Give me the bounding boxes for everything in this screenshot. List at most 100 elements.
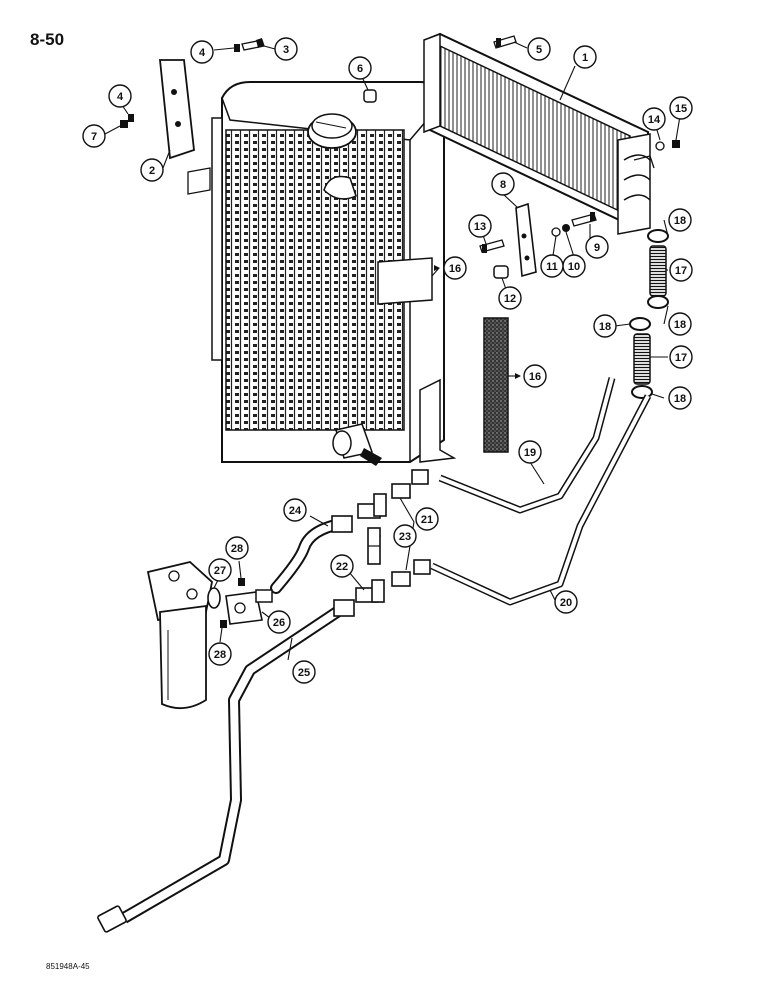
callout-17-lower: 17 [669,345,693,369]
tube-25 [120,605,344,924]
callout-20: 20 [554,590,578,614]
hose-24-fitting [331,515,353,533]
callout-26: 26 [267,610,291,634]
svg-text:28: 28 [231,543,243,555]
clamp-18-lower-top [629,317,651,331]
svg-text:8: 8 [500,179,506,191]
adapter-26 [225,589,273,625]
svg-text:16: 16 [449,263,461,275]
svg-text:12: 12 [504,293,516,305]
foam-seal-strip [483,317,509,453]
callout-2: 2 [140,158,164,182]
radiator-cap [307,113,357,149]
svg-text:25: 25 [298,667,310,679]
bolt-3 [241,38,265,51]
nut-11 [551,227,561,237]
svg-text:18: 18 [674,215,686,227]
callout-16-plate: 16 [443,256,467,280]
svg-text:14: 14 [648,114,661,126]
nut-7 [120,120,128,128]
callout-28-upper: 28 [225,536,249,560]
spacer-12 [493,265,509,279]
nut-15 [672,140,680,148]
svg-text:26: 26 [273,617,285,629]
page-number: 8-50 [30,30,65,49]
mounting-bracket-right [515,202,537,278]
callout-16-foam: 16 [523,364,547,388]
callout-13: 13 [468,214,492,238]
svg-text:18: 18 [674,319,686,331]
svg-text:10: 10 [568,261,580,273]
callout-4-lower: 4 [108,84,132,108]
bolt-13 [479,239,505,253]
clamp-18-upper-lower [647,295,669,309]
callout-28-lower: 28 [208,642,232,666]
svg-text:18: 18 [674,393,686,405]
callout-9: 9 [585,235,609,259]
callout-18-bottom: 18 [668,386,692,410]
fitting-21-lower [391,559,431,587]
svg-text:20: 20 [560,597,572,609]
connector-23 [367,527,381,565]
callout-19: 19 [518,440,542,464]
washer-4-upper [234,44,240,52]
svg-text:17: 17 [675,265,687,277]
callout-25: 25 [292,660,316,684]
svg-text:4: 4 [117,91,124,103]
plug-28-lower [220,620,227,628]
tee-22-lower [355,579,385,603]
callout-8: 8 [491,172,515,196]
svg-text:23: 23 [399,531,411,543]
svg-text:17: 17 [675,352,687,364]
svg-text:21: 21 [421,514,433,526]
callout-15: 15 [669,96,693,120]
callout-6: 6 [348,56,372,80]
spacer-6 [363,89,377,103]
callout-17-upper: 17 [669,258,693,282]
bolt-9 [571,212,597,227]
tube-25-end-fitting [97,905,127,933]
svg-text:24: 24 [289,505,302,517]
mounting-bracket-left [159,59,195,160]
washer-4-lower [128,114,134,122]
side-seal-plate [377,257,433,305]
hose-17-upper [649,245,667,297]
washer-10 [562,224,570,232]
callout-21: 21 [415,507,439,531]
hose-24 [270,518,346,594]
callout-18-mid-right: 18 [668,312,692,336]
hose-17-lower [633,333,651,385]
oil-cooler [423,32,655,235]
callout-24: 24 [283,498,307,522]
callout-18-top: 18 [668,208,692,232]
clamp-18-top [647,229,669,243]
callout-3: 3 [274,37,298,61]
svg-text:28: 28 [214,649,226,661]
svg-text:7: 7 [91,131,97,143]
o-ring-27 [207,587,221,609]
svg-text:13: 13 [474,221,486,233]
svg-text:22: 22 [336,561,348,573]
svg-text:19: 19 [524,447,536,459]
drawing-code: 851948A-45 [46,962,90,971]
svg-text:2: 2 [149,165,155,177]
callout-5: 5 [527,37,551,61]
svg-text:6: 6 [357,63,363,75]
svg-text:15: 15 [675,103,687,115]
svg-text:9: 9 [594,242,600,254]
callout-11: 11 [540,254,564,278]
fitting-21-upper [391,469,429,499]
callout-4-upper: 4 [190,40,214,64]
clamp-18-bottom [631,385,653,399]
plug-28-upper [238,578,245,586]
callout-10: 10 [562,254,586,278]
radiator [187,81,457,466]
callout-23: 23 [393,524,417,548]
tube-19 [438,377,616,514]
callout-12: 12 [498,286,522,310]
callout-18-mid-left: 18 [593,314,617,338]
svg-text:1: 1 [582,52,588,64]
washer-14 [655,141,665,151]
callout-14: 14 [642,107,666,131]
